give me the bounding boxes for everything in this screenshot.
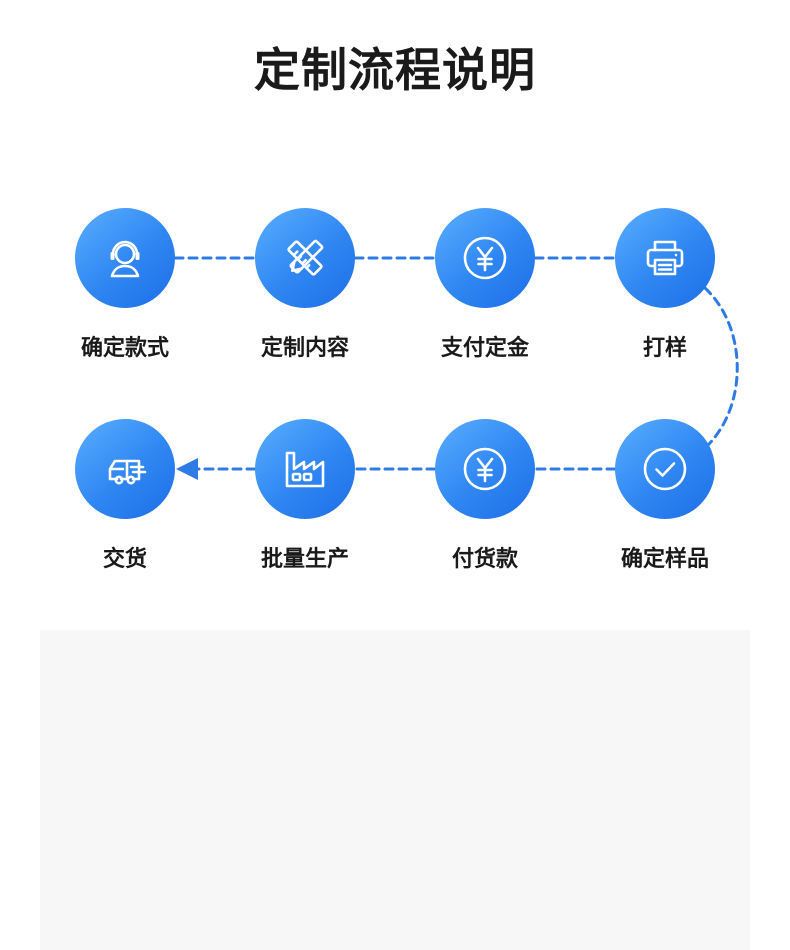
check-circle-icon xyxy=(643,447,687,491)
step-5-circle xyxy=(615,419,715,519)
step-7-circle xyxy=(255,419,355,519)
flow-connectors xyxy=(173,256,739,480)
step-1: 确定款式 xyxy=(55,208,195,362)
step-8-circle xyxy=(75,419,175,519)
step-2: 定制内容 xyxy=(235,208,375,362)
step-7: 批量生产 xyxy=(235,419,375,573)
yuan-coin-icon xyxy=(463,236,507,280)
step-6: 付货款 xyxy=(415,419,555,573)
page-title: 定制流程说明 xyxy=(254,43,536,97)
customer-service-icon xyxy=(110,240,140,278)
step-4: 打样 xyxy=(595,208,735,362)
pencil-ruler-icon xyxy=(287,239,324,276)
step-3-label: 支付定金 xyxy=(440,336,529,361)
step-6-circle xyxy=(435,419,535,519)
step-4-label: 打样 xyxy=(642,336,687,361)
step-1-label: 确定款式 xyxy=(80,336,169,361)
step-7-label: 批量生产 xyxy=(260,547,349,572)
step-2-label: 定制内容 xyxy=(260,336,349,361)
step-8-label: 交货 xyxy=(102,547,147,572)
step-6-label: 付货款 xyxy=(451,547,518,572)
step-4-circle xyxy=(615,208,715,308)
delivery-truck-icon xyxy=(108,459,147,485)
arrow-head-icon xyxy=(176,458,198,480)
step-1-circle xyxy=(75,208,175,308)
step-3: 支付定金 xyxy=(415,208,555,362)
yuan-coin-icon xyxy=(463,447,507,491)
step-5-label: 确定样品 xyxy=(620,547,709,572)
step-3-circle xyxy=(435,208,535,308)
connector-4-5 xyxy=(703,286,739,450)
step-5: 确定样品 xyxy=(595,419,735,573)
process-flow: 确定款式 定制内容 xyxy=(55,208,739,573)
content-placeholder-panel xyxy=(40,630,750,950)
step-2-circle xyxy=(255,208,355,308)
factory-icon xyxy=(285,451,325,488)
printer-icon xyxy=(646,240,684,276)
step-8: 交货 xyxy=(55,419,195,573)
